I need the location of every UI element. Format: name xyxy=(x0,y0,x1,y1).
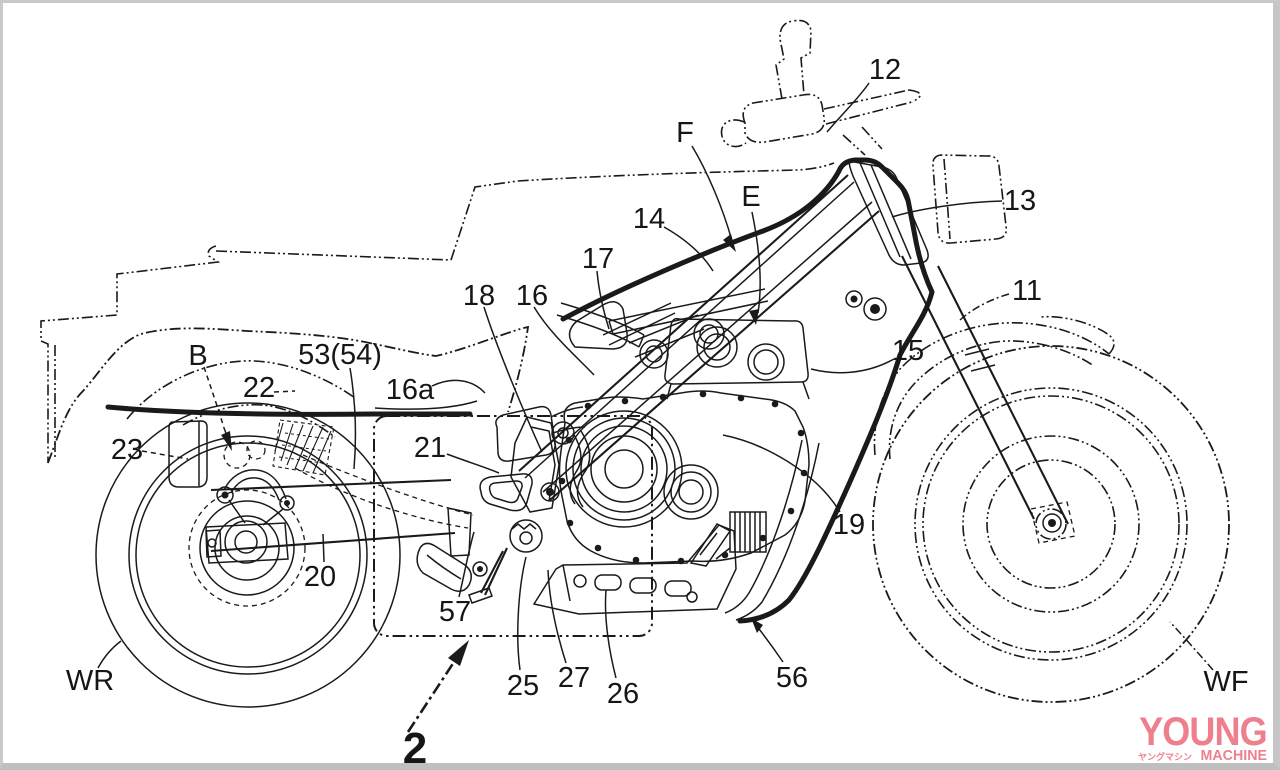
label-17: 17 xyxy=(582,243,614,275)
fuel-tank xyxy=(374,193,822,410)
label-23: 23 xyxy=(111,434,143,466)
handlebar-phantom xyxy=(720,19,922,156)
engine-guard-pipes xyxy=(724,439,820,621)
motorcycle-patent-drawing: 12 F E 14 13 17 11 18 16 15 B 53(54) 22 … xyxy=(40,19,1249,770)
leader-E xyxy=(751,211,761,314)
leader-B xyxy=(203,366,225,429)
label-22: 22 xyxy=(243,372,275,404)
leader-19 xyxy=(722,434,841,513)
label-2: 2 xyxy=(403,724,427,770)
front-fork xyxy=(901,255,1076,544)
watermark-subtitle: MACHINE xyxy=(1200,747,1268,764)
leader-B-arrowhead xyxy=(221,431,232,451)
label-25: 25 xyxy=(507,670,539,702)
leader-F-arrowhead xyxy=(723,234,736,252)
front-plate-phantom xyxy=(932,154,1008,244)
leader-15 xyxy=(810,358,895,374)
leader-18 xyxy=(483,306,543,453)
leader-16a xyxy=(431,379,486,394)
leader-21 xyxy=(446,453,500,474)
label-F: F xyxy=(676,117,694,149)
engine-hanger-bracket xyxy=(479,473,533,512)
label-12: 12 xyxy=(869,54,901,86)
leader-57 xyxy=(458,531,475,598)
body-line-rear-bold xyxy=(105,404,473,417)
label-WR: WR xyxy=(66,665,114,697)
label-18: 18 xyxy=(463,280,495,312)
leader-WR xyxy=(97,640,122,669)
leader-13 xyxy=(891,200,1003,218)
leader-lines xyxy=(97,82,1214,679)
label-20: 20 xyxy=(304,561,336,593)
leader-14 xyxy=(663,226,714,272)
leader-53-54 xyxy=(349,367,357,470)
label-53-54: 53(54) xyxy=(298,339,382,371)
leader-26 xyxy=(604,589,617,679)
front-fender-phantom xyxy=(873,315,1115,460)
leader-56-arrowhead xyxy=(751,618,763,633)
label-57: 57 xyxy=(439,596,471,628)
label-19: 19 xyxy=(833,509,865,541)
label-16: 16 xyxy=(516,280,548,312)
front-wheel-phantom xyxy=(872,345,1230,703)
rear-fender-stay xyxy=(168,420,208,488)
headstock-box xyxy=(845,160,929,321)
label-E: E xyxy=(741,181,760,213)
leader-F xyxy=(691,145,733,242)
leader-22 xyxy=(273,390,296,393)
rear-shock-hatch xyxy=(272,419,335,476)
arrow-2 xyxy=(406,640,469,733)
leader-20 xyxy=(322,533,325,563)
young-machine-watermark: YOUNG ヤングマシン MACHINE xyxy=(1125,710,1268,764)
leader-16 xyxy=(533,306,595,376)
label-16a: 16a xyxy=(386,374,435,406)
reference-labels: 12 F E 14 13 17 11 18 16 15 B 53(54) 22 … xyxy=(66,54,1249,770)
label-27: 27 xyxy=(558,662,590,694)
leader-56 xyxy=(755,624,784,663)
label-WF: WF xyxy=(1203,666,1248,698)
rear-brake-caliper xyxy=(216,440,295,526)
label-15: 15 xyxy=(892,335,924,367)
label-13: 13 xyxy=(1004,185,1036,217)
leader-E-arrowhead xyxy=(749,309,759,325)
leader-12 xyxy=(826,82,870,133)
leader-25 xyxy=(517,556,527,671)
label-21: 21 xyxy=(414,432,446,464)
label-26: 26 xyxy=(607,678,639,710)
rear-wheel xyxy=(95,402,401,708)
engine xyxy=(416,314,810,604)
leader-27 xyxy=(547,569,567,664)
leader-11 xyxy=(959,293,1010,321)
watermark-title: YOUNG xyxy=(1139,710,1267,754)
label-B: B xyxy=(188,340,207,372)
region-box-2 xyxy=(373,415,653,637)
label-11: 11 xyxy=(1012,275,1042,307)
label-14: 14 xyxy=(633,203,665,235)
leader-WF xyxy=(1169,621,1214,671)
leader-17 xyxy=(596,270,610,330)
watermark-japanese: ヤングマシン xyxy=(1137,752,1192,762)
leader-23 xyxy=(141,450,189,460)
label-56: 56 xyxy=(776,662,808,694)
skid-plate xyxy=(532,523,737,615)
